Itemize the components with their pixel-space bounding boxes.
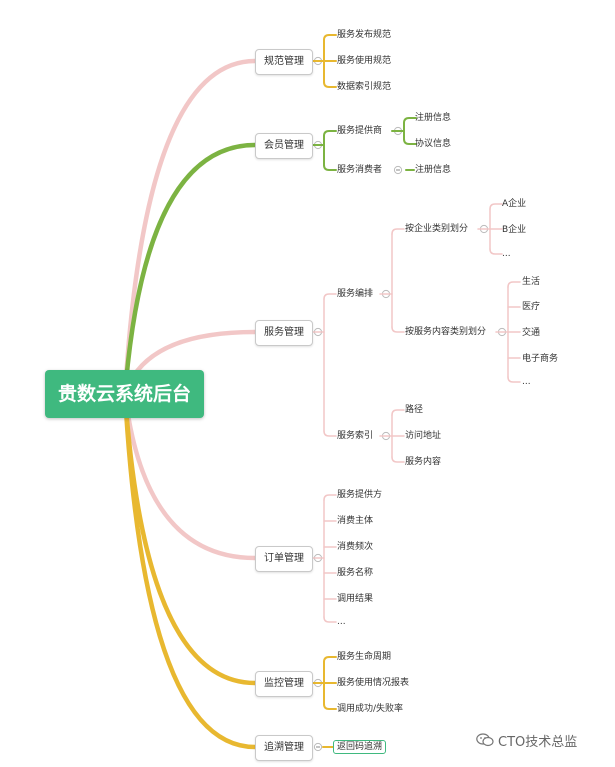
branch-node[interactable]: 监控管理 (255, 671, 313, 697)
leaf-node[interactable]: 服务使用情况报表 (337, 678, 410, 688)
branch-node[interactable]: 追溯管理 (255, 735, 313, 761)
leaf-node[interactable]: 服务使用规范 (337, 56, 392, 66)
sub-node[interactable]: 服务索引 (337, 431, 374, 441)
leaf-node[interactable]: 电子商务 (522, 354, 559, 364)
leaf-node[interactable]: 服务发布规范 (337, 30, 392, 40)
connector-line (122, 142, 258, 397)
leaf-node[interactable]: 数据索引规范 (337, 82, 392, 92)
connector-line (391, 228, 405, 235)
leaf-node[interactable]: ... (337, 617, 346, 627)
connector-line (323, 494, 337, 501)
connector-line (391, 456, 405, 463)
sub-node[interactable]: 按服务内容类别划分 (405, 327, 487, 337)
connector-line (391, 326, 405, 333)
leaf-node[interactable]: 协议信息 (415, 139, 452, 149)
leaf-node[interactable]: 交通 (522, 328, 541, 338)
sub-node[interactable]: 服务编排 (337, 289, 374, 299)
connector-line (122, 58, 258, 397)
connector-line (323, 81, 337, 88)
leaf-node[interactable]: 生活 (522, 277, 541, 287)
leaf-node[interactable]: B企业 (502, 225, 527, 235)
connector-line (489, 203, 503, 210)
sub-node[interactable]: 服务消费者 (337, 165, 383, 175)
sub-node[interactable]: 服务提供商 (337, 126, 383, 136)
connector-line (122, 391, 258, 561)
leaf-node[interactable]: A企业 (502, 199, 527, 209)
leaf-node[interactable]: 注册信息 (415, 165, 452, 175)
connector-line (489, 248, 503, 255)
leaf-node[interactable]: 服务提供方 (337, 490, 383, 500)
leaf-node[interactable]: 注册信息 (415, 113, 452, 123)
root-node[interactable]: 贵数云系统后台 (45, 370, 204, 418)
sub-node[interactable]: 按企业类别划分 (405, 224, 469, 234)
connector-line (391, 409, 405, 416)
connector-line (323, 130, 337, 137)
connector-line (122, 391, 258, 750)
connector-line (323, 293, 337, 300)
branch-node[interactable]: 会员管理 (255, 133, 313, 159)
leaf-node[interactable]: 调用成功/失败率 (337, 704, 404, 714)
connector-line (323, 34, 337, 41)
leaf-node[interactable]: ... (522, 377, 531, 387)
connector-line (507, 281, 521, 288)
connector-line (323, 164, 337, 171)
leaf-node[interactable]: ... (502, 249, 511, 259)
branch-node[interactable]: 规范管理 (255, 49, 313, 75)
branch-node[interactable]: 订单管理 (255, 546, 313, 572)
leaf-node[interactable]: 服务生命周期 (337, 652, 392, 662)
leaf-node[interactable]: 服务名称 (337, 568, 374, 578)
leaf-node[interactable]: 路径 (405, 405, 424, 415)
connector-line (323, 430, 337, 437)
leaf-node[interactable]: 访问地址 (405, 431, 442, 441)
leaf-node[interactable]: 医疗 (522, 302, 541, 312)
connector-line (323, 703, 337, 710)
leaf-node[interactable]: 服务内容 (405, 457, 442, 467)
leaf-node[interactable]: 调用结果 (337, 594, 374, 604)
leaf-node[interactable]: 消费主体 (337, 516, 374, 526)
leaf-node[interactable]: 消费频次 (337, 542, 374, 552)
wechat-icon (476, 733, 494, 747)
watermark-text: CTO技术总监 (498, 735, 578, 750)
connector-line (323, 616, 337, 623)
leaf-node[interactable]: 返回码追溯 (333, 740, 387, 754)
branch-node[interactable]: 服务管理 (255, 320, 313, 346)
connector-line (507, 376, 521, 383)
connector-line (323, 656, 337, 663)
